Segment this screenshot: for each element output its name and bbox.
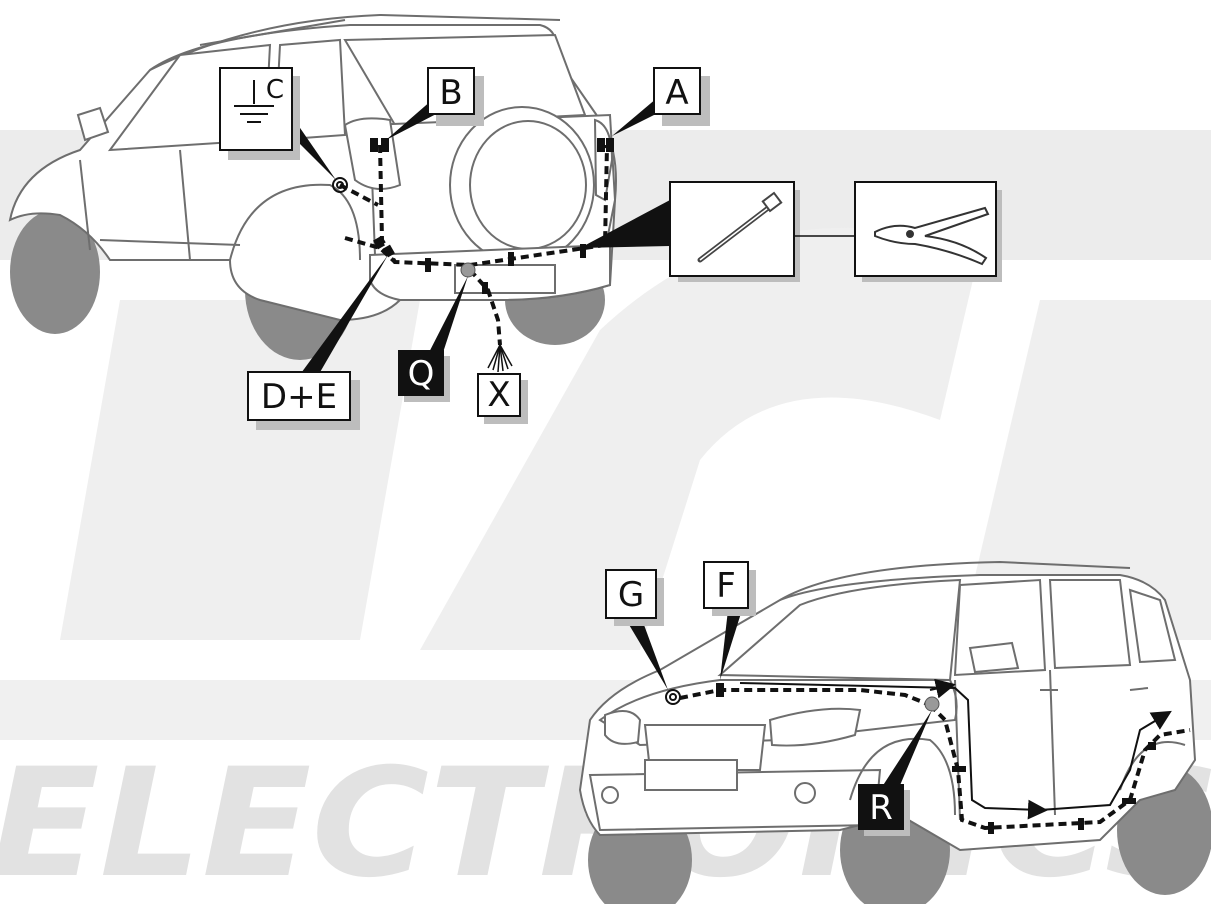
rear-connectors: [370, 138, 614, 294]
rear-car: [8, 13, 617, 360]
label-g-text: G: [618, 575, 644, 615]
spare-tire: [449, 106, 595, 264]
label-q-text: Q: [408, 354, 435, 394]
label-x-text: X: [487, 375, 510, 415]
ground-point-rear: [332, 177, 348, 193]
front-wiring: [679, 688, 1191, 831]
label-de-text: D+E: [261, 377, 337, 417]
label-a: A: [653, 67, 710, 126]
loose-wires: [487, 344, 513, 373]
label-r-text: R: [869, 788, 893, 828]
ground-point-front: [665, 689, 681, 705]
rear-car-left-tire: [10, 210, 100, 334]
label-a-text: A: [665, 73, 688, 113]
pliers-box: [854, 181, 1002, 282]
front-connectors: [716, 683, 1156, 834]
label-b: B: [427, 67, 484, 126]
label-g: G: [605, 569, 664, 626]
label-c-text: C: [266, 75, 284, 105]
side-cutter-pliers-icon: [874, 206, 990, 266]
callout-pointers-front: [625, 610, 932, 790]
label-q: Q: [398, 350, 450, 402]
label-r: R: [858, 784, 910, 836]
label-f-text: F: [716, 566, 736, 606]
label-f: F: [703, 561, 756, 616]
cable-tie-box: [669, 181, 800, 282]
label-de: D+E: [247, 371, 360, 430]
label-x: X: [477, 373, 528, 424]
label-b-text: B: [439, 73, 462, 113]
ground-icon: [234, 80, 274, 123]
front-wiring-solid: [739, 678, 1172, 820]
grommet-q: [460, 262, 476, 278]
grommet-r: [924, 696, 940, 712]
label-c-ground: C: [219, 67, 300, 160]
cable-tie-icon: [697, 191, 783, 263]
